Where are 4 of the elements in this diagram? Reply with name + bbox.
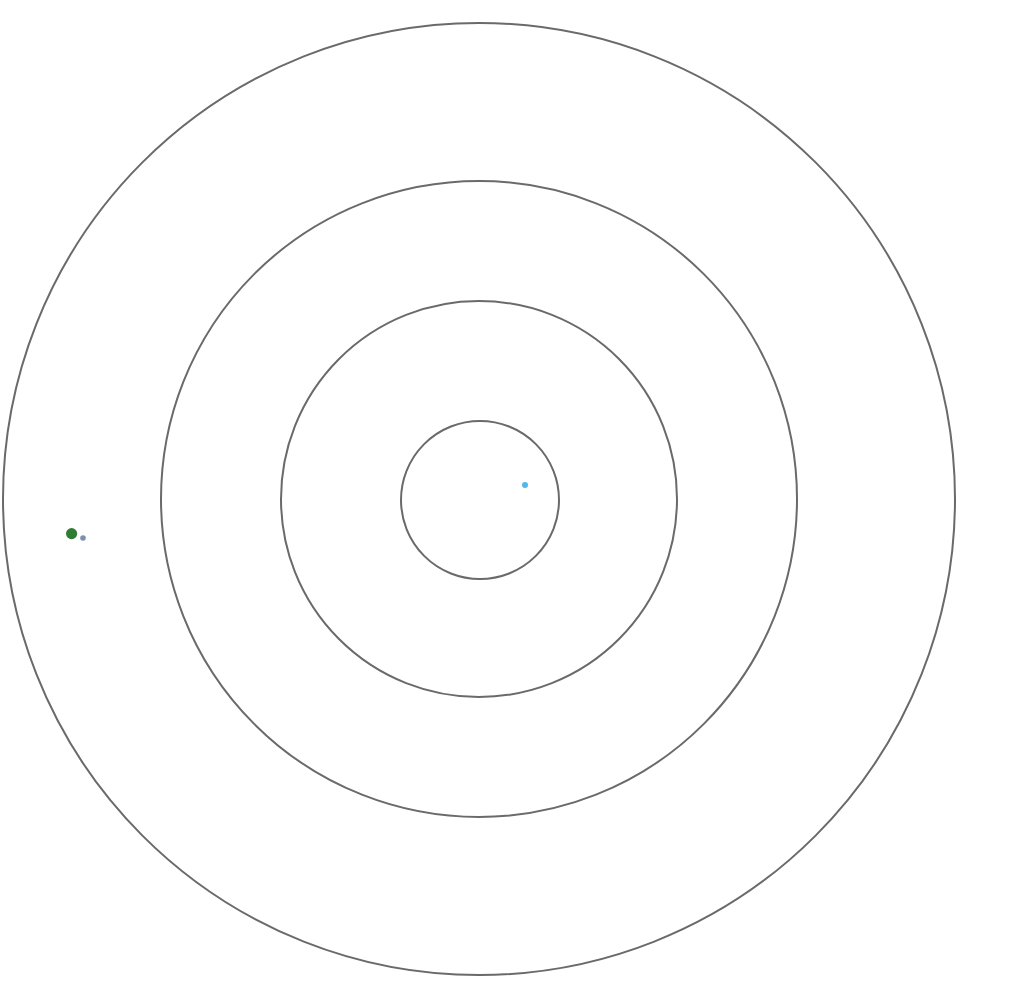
target-ring	[2, 22, 956, 976]
target-ring	[399, 419, 559, 579]
target-ring	[160, 180, 798, 818]
target-ring	[280, 300, 678, 698]
